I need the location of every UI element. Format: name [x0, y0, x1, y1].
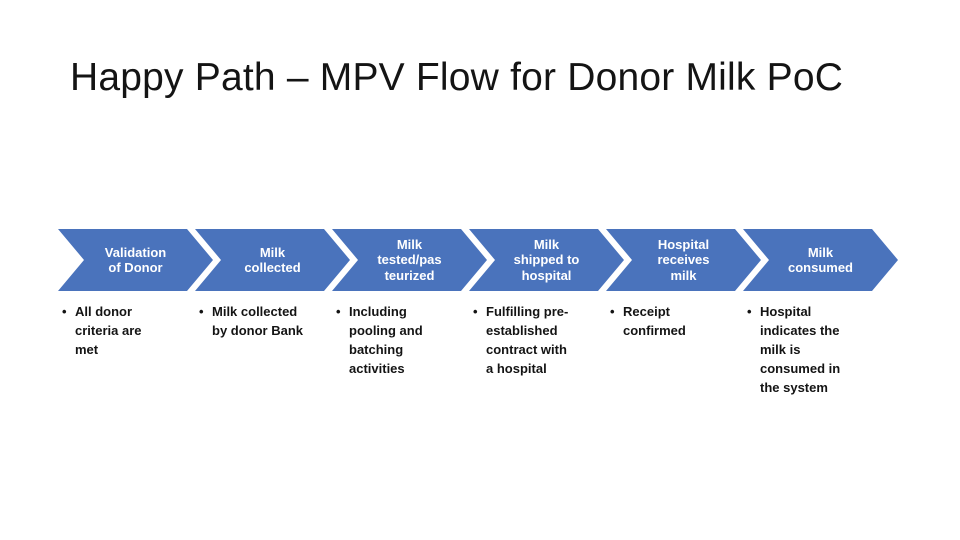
bullet-text: Hospital indicates the milk is consumed …: [760, 304, 841, 395]
chevron-step-label: Milk collected: [244, 244, 301, 276]
bullet-col-validation: • All donor criteria are met: [58, 302, 195, 397]
bullet-col-shipped: • Fulfilling pre- established contract w…: [469, 302, 606, 397]
bullet-marker: •: [336, 304, 341, 319]
bullet-text: Receipt confirmed: [623, 304, 686, 338]
bullet-text: Fulfilling pre- established contract wit…: [486, 304, 569, 376]
bullet-item: • Hospital indicates the milk is consume…: [747, 302, 874, 397]
bullet-col-received: • Receipt confirmed: [606, 302, 743, 397]
bullet-marker: •: [747, 304, 752, 319]
chevron-step-label: Milk tested/pas teurized: [377, 236, 442, 283]
bullet-row: • All donor criteria are met • Milk coll…: [58, 302, 938, 397]
chevron-step-label: Hospital receives milk: [657, 236, 710, 283]
process-flow-diagram: Validation of Donor Milk collected Milk …: [58, 229, 938, 397]
bullet-item: • Including pooling and batching activit…: [336, 302, 463, 378]
chevron-step-label: Validation of Donor: [104, 244, 167, 276]
bullet-col-consumed: • Hospital indicates the milk is consume…: [743, 302, 880, 397]
chevron-step-collected: Milk collected: [195, 229, 350, 291]
slide-title: Happy Path – MPV Flow for Donor Milk PoC: [70, 56, 844, 99]
bullet-col-collected: • Milk collected by donor Bank: [195, 302, 332, 397]
bullet-text: Including pooling and batching activitie…: [349, 304, 423, 376]
bullet-marker: •: [473, 304, 478, 319]
bullet-text: Milk collected by donor Bank: [212, 304, 304, 338]
chevron-step-received: Hospital receives milk: [606, 229, 761, 291]
bullet-marker: •: [62, 304, 67, 319]
chevron-step-tested: Milk tested/pas teurized: [332, 229, 487, 291]
chevron-row: Validation of Donor Milk collected Milk …: [58, 229, 938, 291]
chevron-step-label: Milk consumed: [787, 244, 853, 276]
chevron-step-shipped: Milk shipped to hospital: [469, 229, 624, 291]
bullet-item: • Receipt confirmed: [610, 302, 737, 340]
chevron-step-label: Milk shipped to hospital: [513, 236, 580, 283]
chevron-step-validation: Validation of Donor: [58, 229, 213, 291]
bullet-item: • All donor criteria are met: [62, 302, 189, 359]
bullet-text: All donor criteria are met: [75, 304, 142, 357]
bullet-item: • Milk collected by donor Bank: [199, 302, 326, 340]
bullet-marker: •: [610, 304, 615, 319]
bullet-marker: •: [199, 304, 204, 319]
bullet-item: • Fulfilling pre- established contract w…: [473, 302, 600, 378]
chevron-step-consumed: Milk consumed: [743, 229, 898, 291]
bullet-col-tested: • Including pooling and batching activit…: [332, 302, 469, 397]
